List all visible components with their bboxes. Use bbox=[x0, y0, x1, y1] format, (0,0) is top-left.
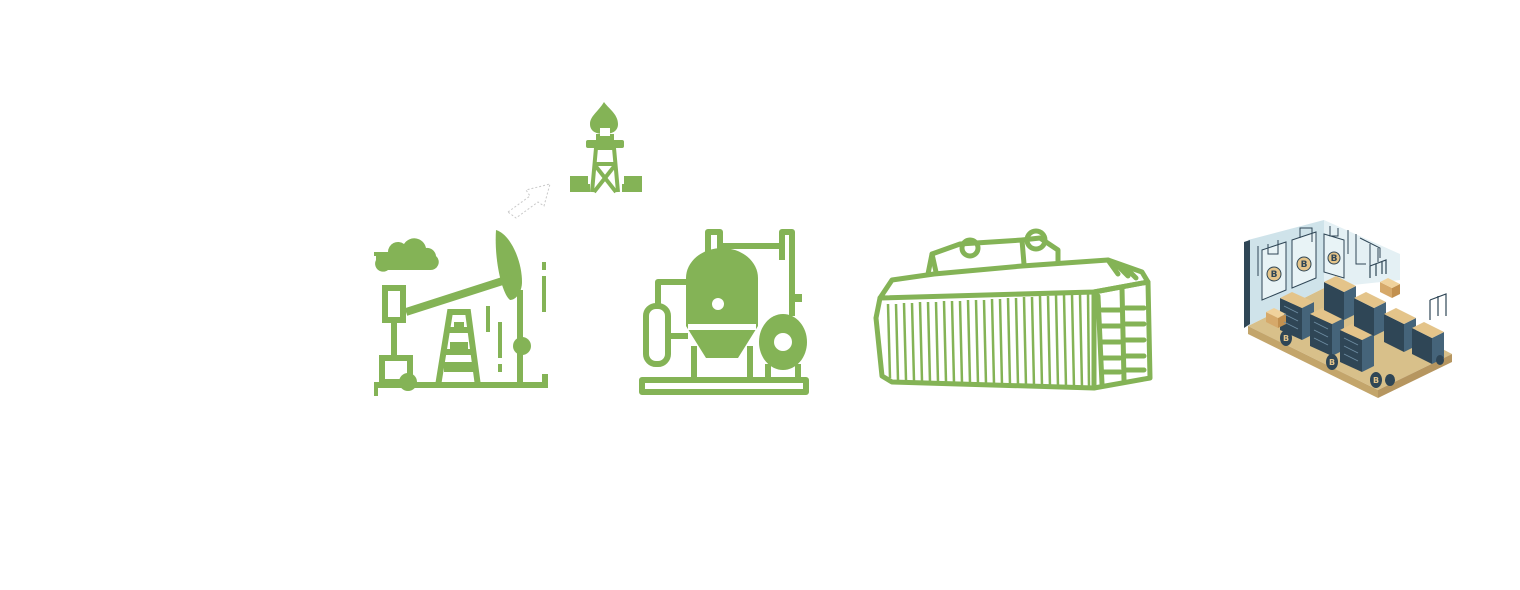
svg-text:B: B bbox=[1271, 270, 1278, 280]
svg-text:B: B bbox=[1373, 376, 1379, 385]
oil-pumpjack-icon bbox=[374, 230, 548, 396]
shipping-container-icon bbox=[873, 228, 1153, 391]
svg-text:B: B bbox=[1283, 334, 1289, 343]
svg-text:B: B bbox=[1331, 254, 1338, 264]
dotted-arrow-icon bbox=[507, 183, 551, 219]
svg-text:B: B bbox=[1301, 260, 1308, 270]
gas-flare-tower-icon bbox=[570, 102, 642, 194]
gas-processing-unit-icon bbox=[639, 229, 809, 395]
svg-text:B: B bbox=[1329, 358, 1335, 367]
bitcoin-mining-datacenter-icon: B B B bbox=[1244, 220, 1452, 398]
